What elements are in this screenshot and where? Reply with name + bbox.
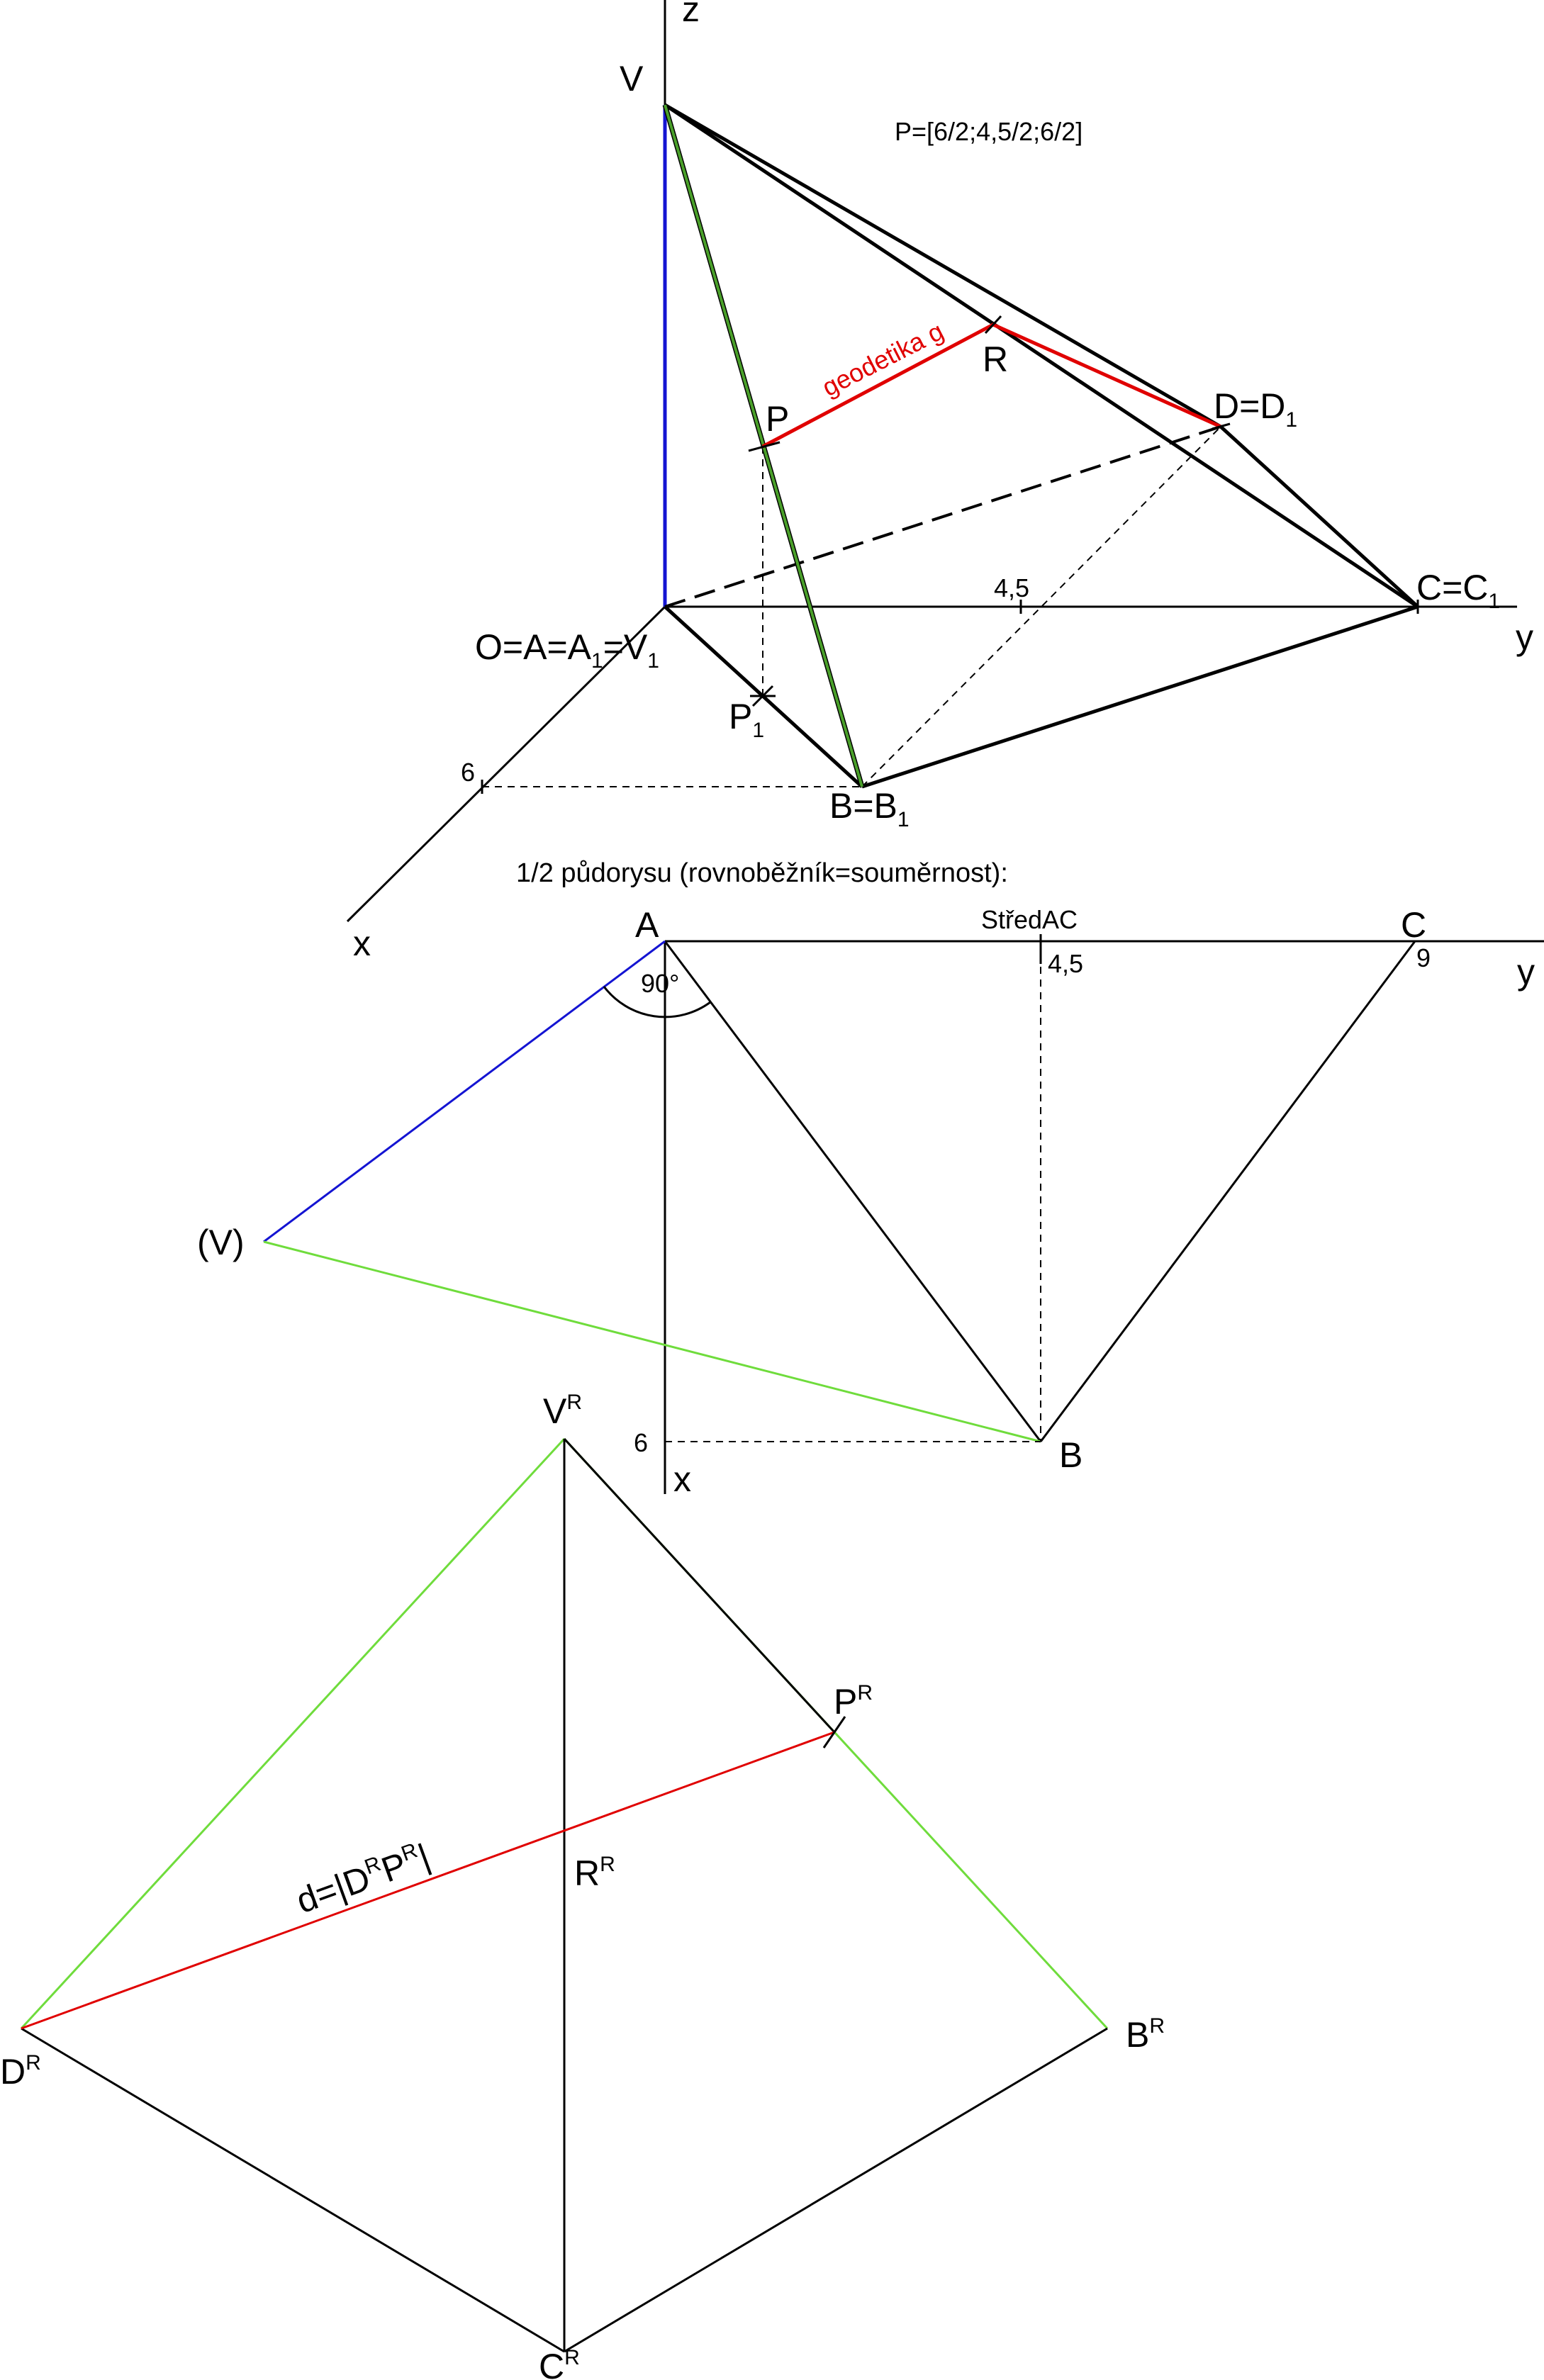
tick-d [1212,422,1231,430]
edge-vc [664,103,1419,609]
plan-label-c: C [1401,905,1426,945]
point-label-b: B=B1 [829,786,910,831]
ground-plan-half: 1/2 půdorysu (rovnoběžník=souměrnost): A… [197,858,1544,1499]
dev-edge-cb [564,2027,1108,2353]
tick-r [984,315,1002,335]
faces-development: VR PR RR DR BR CR d=|DRPR| [0,1391,1165,2380]
point-label-p: P [766,399,789,439]
plan-axis-label-x: x [673,1459,691,1499]
axis-label-z: z [682,0,700,29]
dev-edge-vb-upper [563,1437,836,1734]
axis-label-x: x [353,924,371,963]
plan-axis-label-y: y [1517,952,1535,992]
point-label-c: C=C1 [1416,568,1500,613]
tick-p [748,441,781,452]
right-angle-arc [603,986,711,1018]
dev-geodesic-dp [21,1731,835,2030]
dev-edge-dc [21,2027,565,2353]
plan-edge-av [263,940,666,1243]
plan-tick-label-9: 9 [1416,943,1431,972]
plan-tick-label-6: 6 [634,1428,648,1457]
point-label-v: V [620,59,644,99]
plan-edge-vb [263,1240,1041,1443]
point-label-p1: P1 [729,697,764,742]
edge-vd [664,103,1222,429]
axonometric-view: z y x V P=[6/2;4,5/2;6/2] R P D=D1 C=C1 … [346,0,1533,963]
dev-label-d: DR [0,2051,41,2092]
dev-label-v: VR [543,1391,582,1431]
dev-label-c: CR [539,2346,580,2380]
x-axis [346,605,666,923]
tick-label-6: 6 [461,758,475,787]
dev-label-p: PR [834,1681,873,1722]
plan-label-b: B [1059,1435,1083,1475]
point-label-o: O=A=A1=V1 [475,627,659,673]
dev-distance-label: d=|DRPR| [291,1836,435,1921]
plan-angle-label: 90° [641,969,679,998]
point-label-d: D=D1 [1214,386,1297,432]
ground-plan-title: 1/2 půdorysu (rovnoběžník=souměrnost): [516,858,1008,888]
p1-cross-mark [750,685,776,707]
edge-bc [861,605,1419,789]
plan-label-stred: StředAC [981,905,1078,934]
axis-label-y: y [1516,617,1533,657]
plan-label-v: (V) [197,1223,245,1262]
tick-label-45: 4,5 [994,573,1029,602]
dev-label-r: RR [574,1853,615,1893]
hidden-edge-ad [664,425,1221,608]
dev-label-b: BR [1126,2014,1165,2055]
dev-edge-vd [20,1437,566,2030]
plan-edge-bc [1039,941,1416,1442]
projection-b-d [861,426,1221,787]
plan-edge-ab [664,941,1042,1442]
plan-tick-label-45: 4,5 [1048,949,1083,978]
edge-cd [1219,425,1419,608]
formula-p: P=[6/2;4,5/2;6/2] [895,117,1083,146]
point-label-r: R [983,339,1008,379]
dev-tick-p [822,1716,846,1748]
plan-label-a: A [635,905,659,945]
